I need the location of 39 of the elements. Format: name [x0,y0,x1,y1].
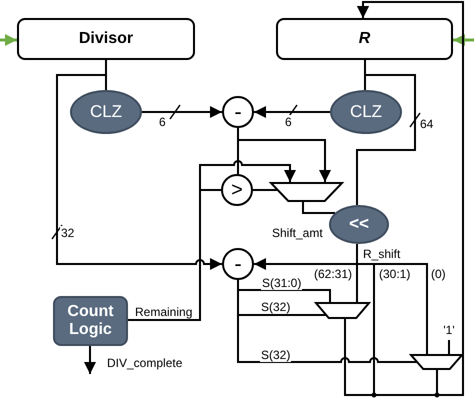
edge-label: Remaining [134,305,194,319]
edge-label: S(32) [260,300,292,314]
subtractor-circle: - [222,96,254,128]
connector-line [253,189,277,191]
connector-line [0,34,17,46]
edge-label: 6 [284,115,293,129]
connector-line [254,106,330,118]
edge-label: (0) [430,267,447,281]
edge-label: (62:31) [313,267,354,281]
connector-line [56,60,222,270]
multiplexer-symbol [270,182,343,202]
register-box: R [276,18,453,60]
connector-line [453,34,474,46]
connector-line [448,340,450,354]
edge-label: Shift_amt [271,226,324,240]
edge-label: 6 [158,115,167,129]
clz-ellipse: CLZ [330,90,402,134]
shifter-ellipse: << [329,205,389,244]
connector-line [84,346,96,374]
logic-block: Count Logic [53,296,128,346]
connector-line [142,106,222,118]
subtractor-circle: - [222,248,254,280]
edge-label: S(31:0) [261,276,302,290]
edge-label: DIV_complete [106,356,184,370]
connector-line [356,60,416,205]
connector-line [237,280,417,363]
edge-label: 32 [60,226,76,240]
edge-label: R_shift [362,247,402,261]
multiplexer-symbol [315,302,370,319]
register-box: Divisor [17,18,195,60]
edge-label: (30:1) [378,267,412,281]
multiplexer-symbol [410,354,463,370]
connector-line [237,128,331,182]
edge-label: 64 [419,117,434,131]
clz-ellipse: CLZ [70,90,142,134]
edge-label: S(32) [260,348,292,362]
constant-label: '1' [440,322,458,340]
comparator-circle: > [221,174,253,206]
connector-line [302,202,335,214]
